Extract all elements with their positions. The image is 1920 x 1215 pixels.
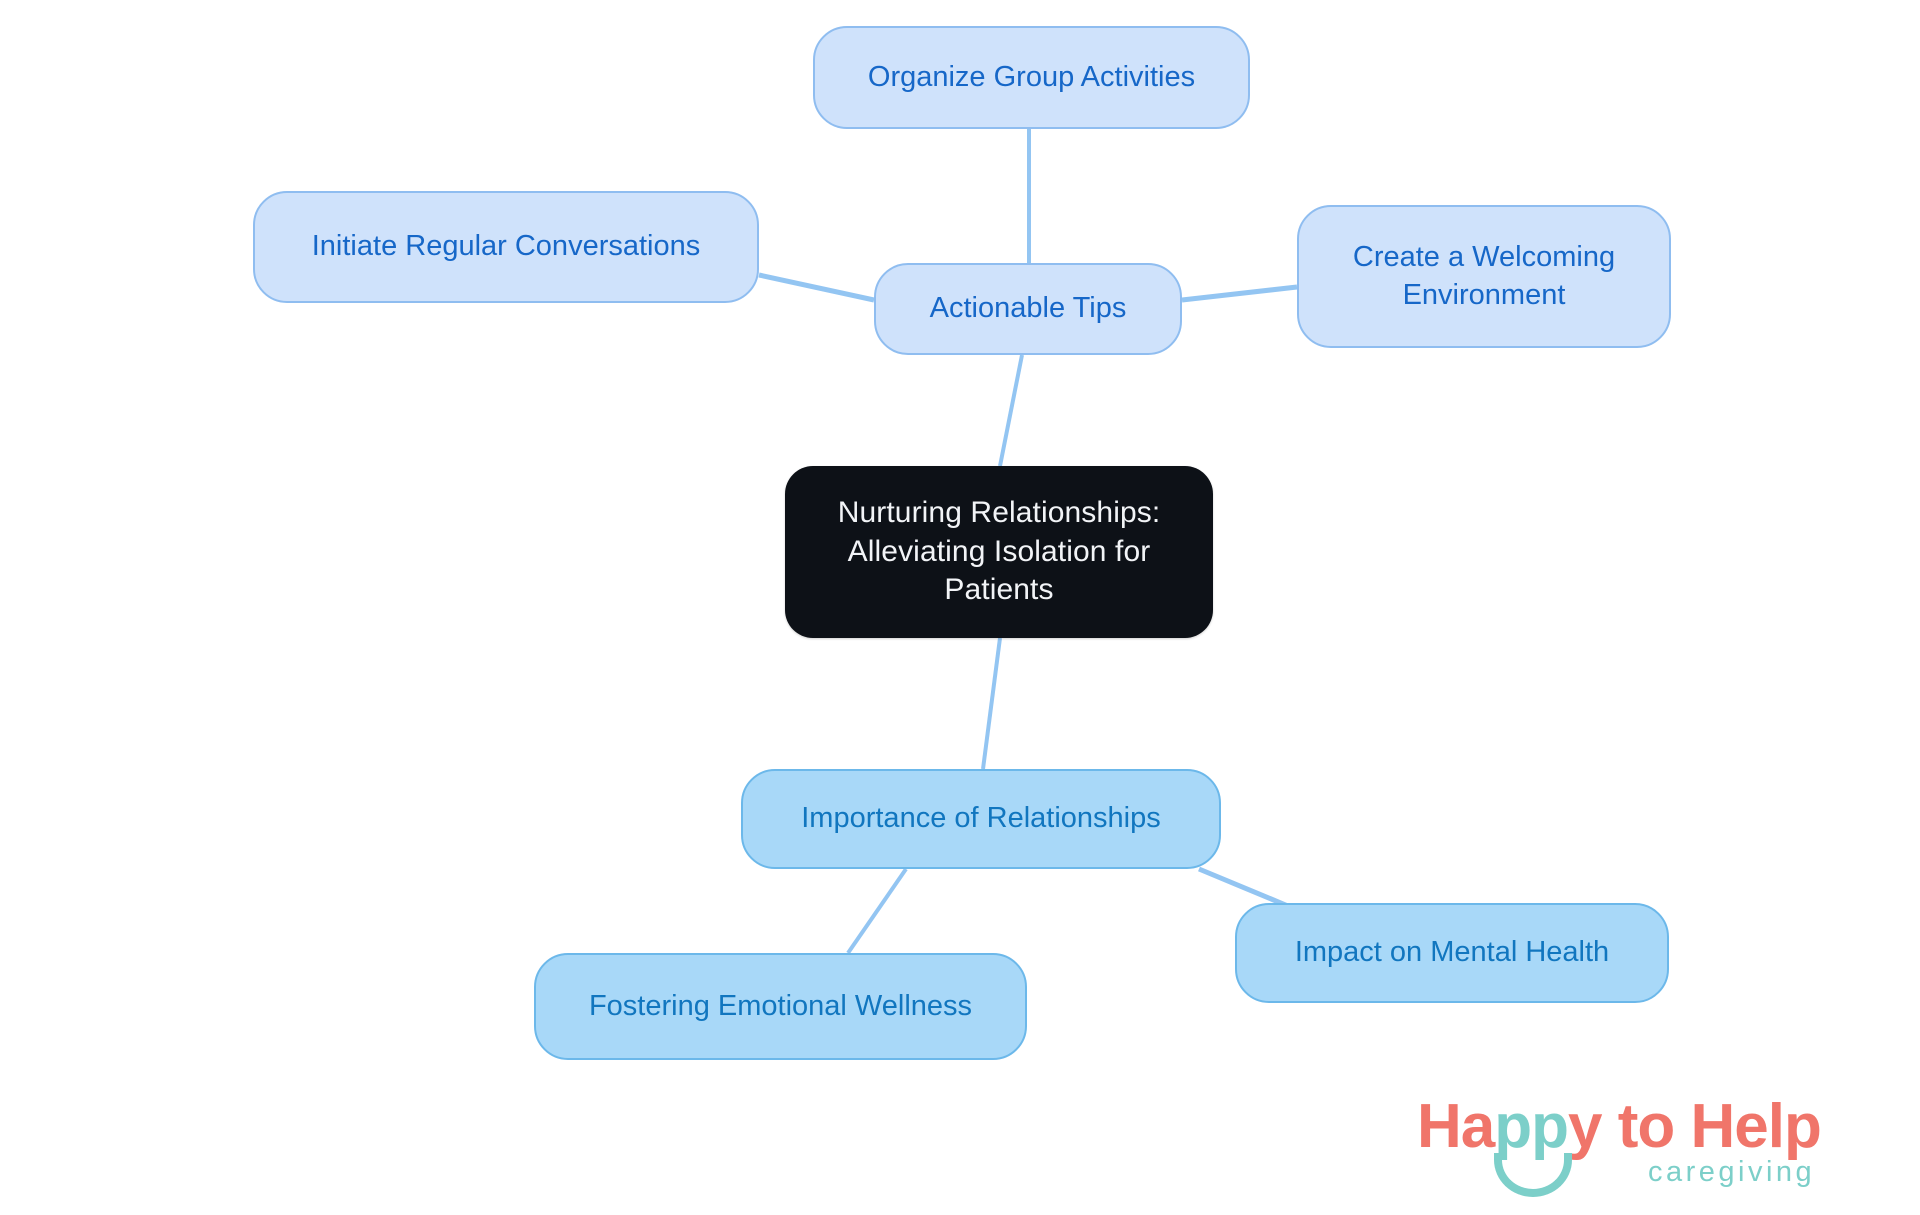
brand-logo: Happy to Help caregiving [1417, 1096, 1897, 1206]
logo-word-part-1: Ha [1417, 1092, 1495, 1161]
node-impact-on-mental-health[interactable]: Impact on Mental Health [1235, 903, 1669, 1003]
node-impact-on-mental-health-label: Impact on Mental Health [1294, 936, 1610, 969]
logo-wordmark: Happy to Help [1417, 1096, 1822, 1158]
logo-subtitle: caregiving [1648, 1156, 1816, 1188]
node-root[interactable]: Nurturing Relationships: Alleviating Iso… [785, 466, 1213, 638]
node-root-label: Nurturing Relationships: Alleviating Iso… [837, 496, 1161, 607]
node-create-a-welcoming-environment-label: Create a Welcoming Environment [1352, 241, 1616, 311]
edge-actionable-tips-to-initiate-regular-conversations [758, 272, 875, 303]
node-fostering-emotional-wellness[interactable]: Fostering Emotional Wellness [534, 953, 1027, 1060]
node-actionable-tips[interactable]: Actionable Tips [874, 263, 1182, 355]
node-importance-of-relationships[interactable]: Importance of Relationships [741, 769, 1221, 869]
smile-icon [1494, 1153, 1572, 1197]
node-fostering-emotional-wellness-label: Fostering Emotional Wellness [588, 989, 973, 1022]
logo-word-part-2: pp [1494, 1092, 1569, 1161]
edge-importance-to-impact-on-mental-health [1198, 866, 1289, 909]
node-initiate-regular-conversations[interactable]: Initiate Regular Conversations [253, 191, 759, 303]
edge-root-to-importance-of-relationships [981, 637, 1002, 770]
node-create-a-welcoming-environment[interactable]: Create a Welcoming Environment [1297, 205, 1671, 348]
node-actionable-tips-label: Actionable Tips [929, 292, 1127, 325]
node-importance-of-relationships-label: Importance of Relationships [801, 802, 1161, 835]
edge-actionable-tips-to-create-a-welcoming-environment [1181, 284, 1298, 303]
node-initiate-regular-conversations-label: Initiate Regular Conversations [311, 230, 701, 263]
edge-root-to-actionable-tips [998, 354, 1024, 467]
node-organize-group-activities[interactable]: Organize Group Activities [813, 26, 1250, 129]
edge-importance-to-fostering-emotional-wellness [846, 867, 908, 955]
node-organize-group-activities-label: Organize Group Activities [867, 60, 1196, 93]
logo-word-part-3: y to Help [1568, 1092, 1822, 1161]
